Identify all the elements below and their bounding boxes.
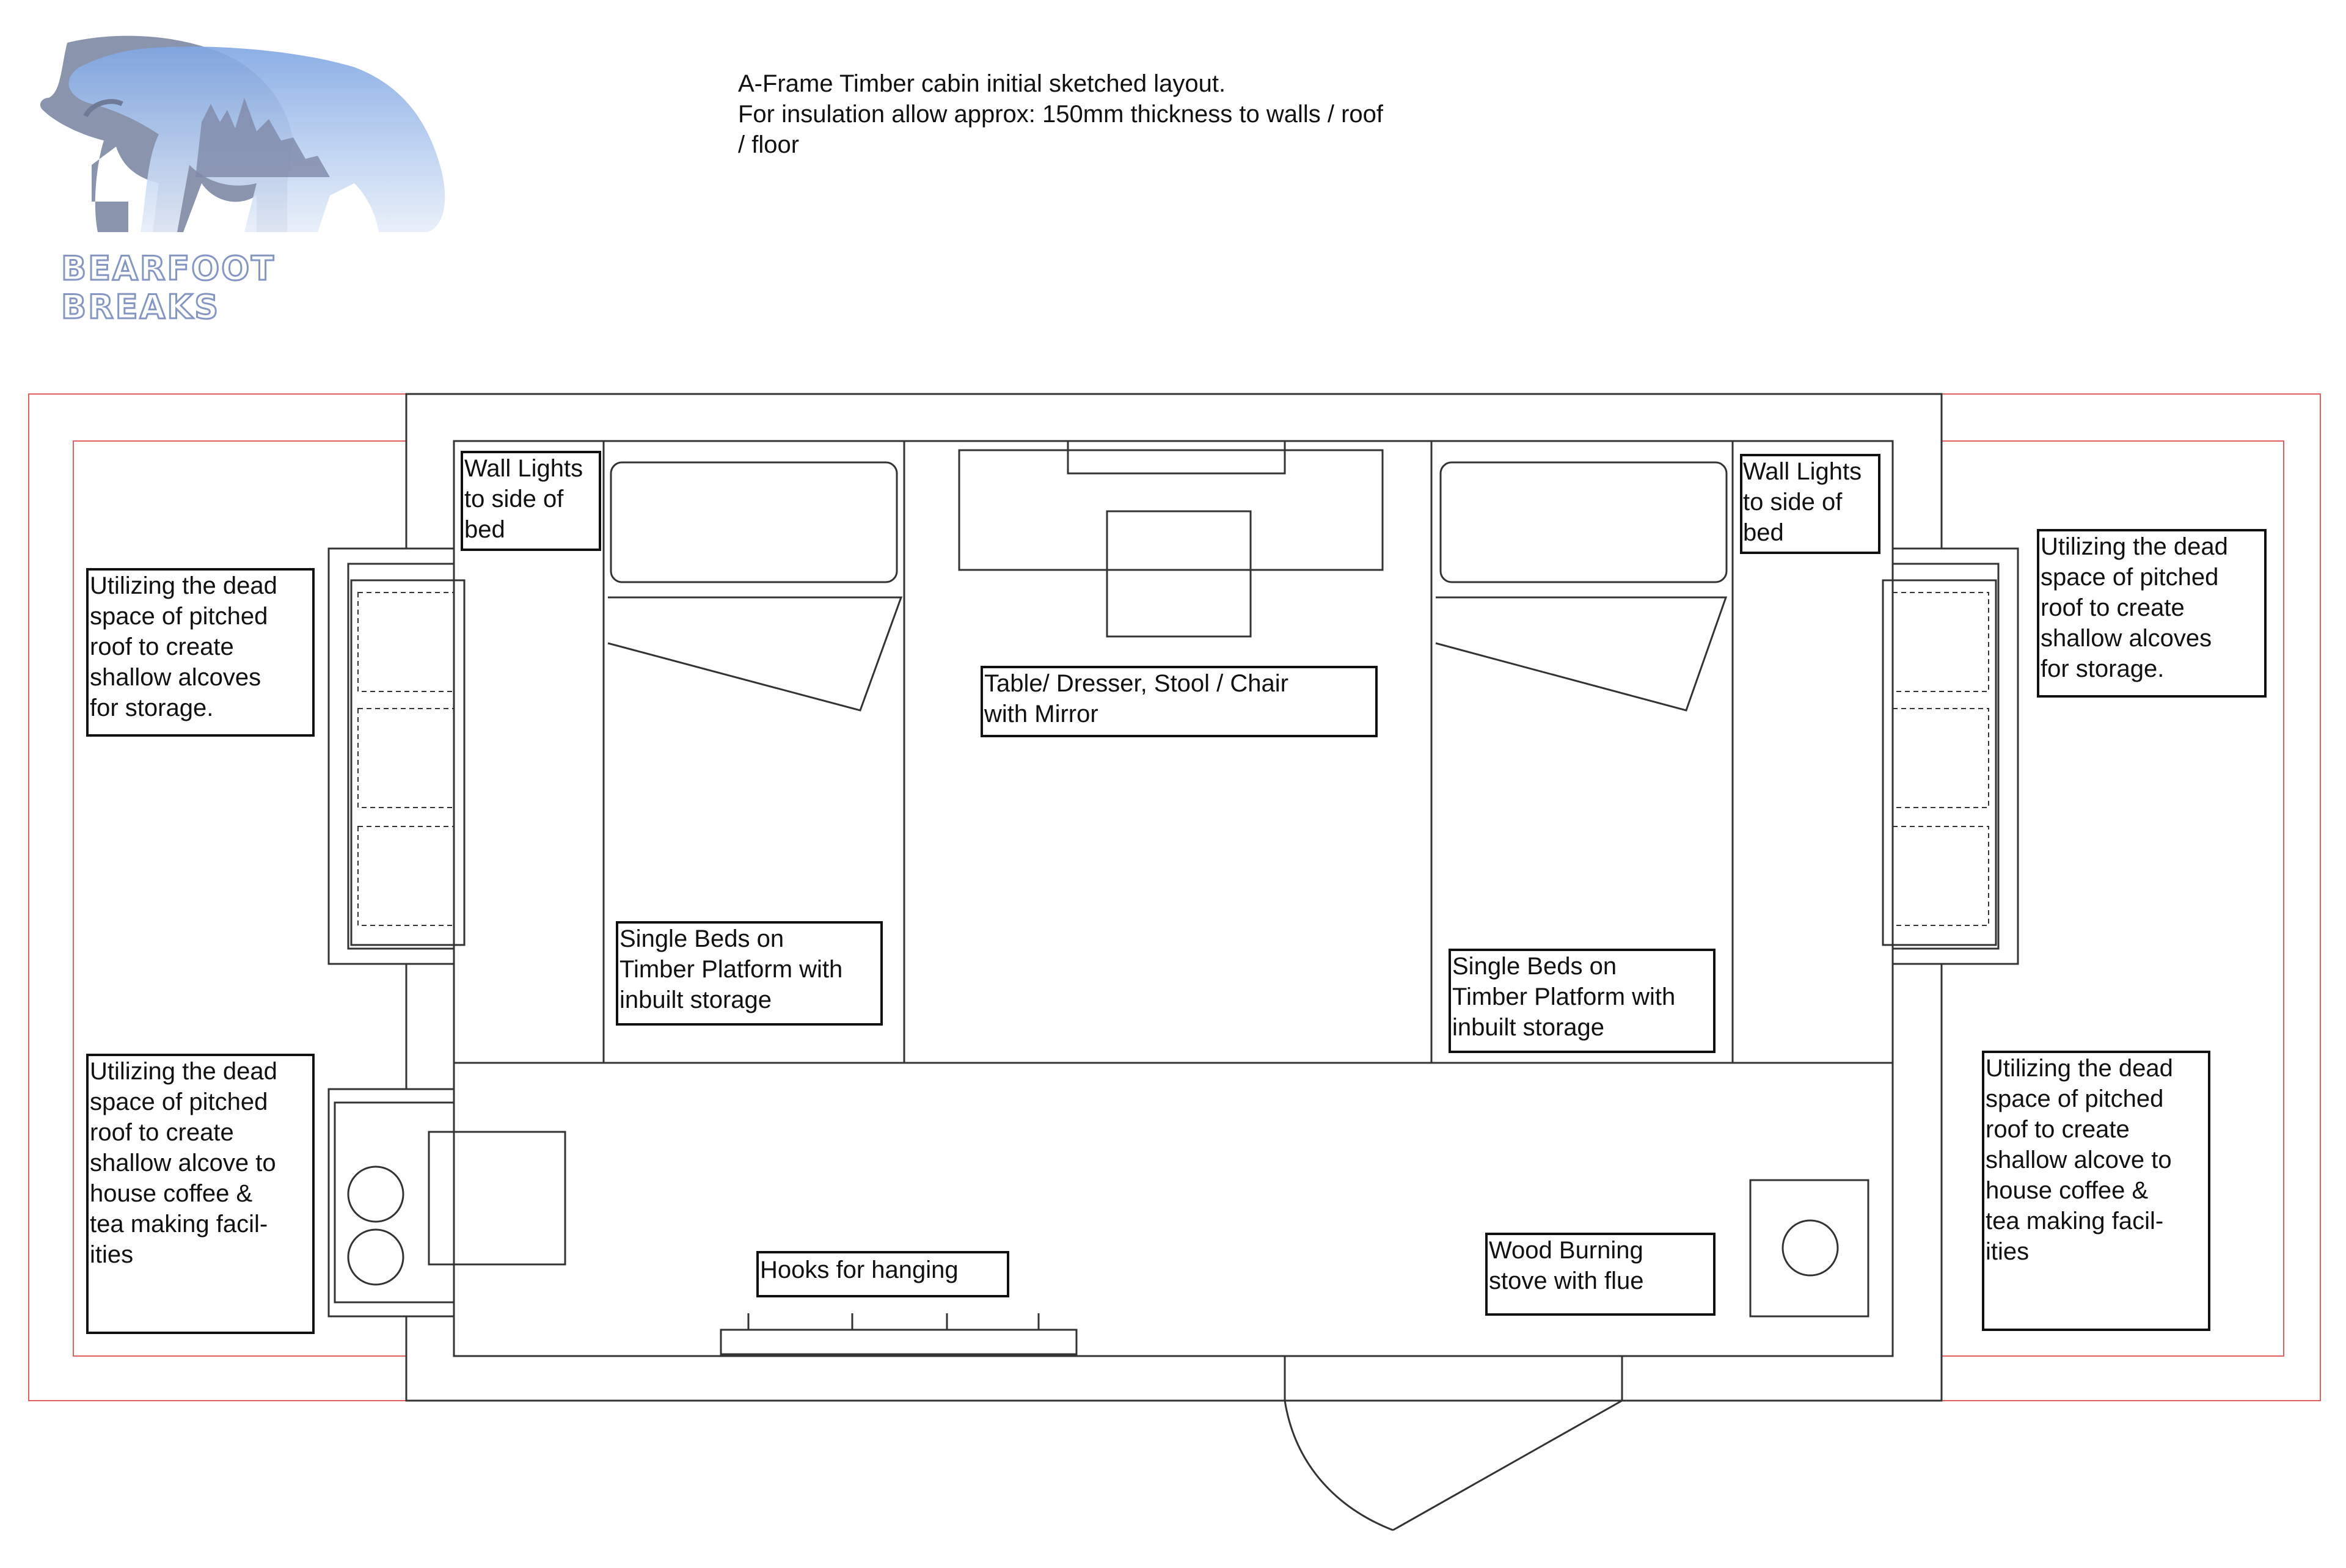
entry-door (1284, 1356, 1623, 1531)
bed-left-label: Single Beds on Timber Platform with inbu… (619, 925, 849, 1013)
storage-right-label: Utilizing the dead space of pitched roof… (2041, 533, 2235, 682)
stove-label: Wood Burning stove with flue (1489, 1237, 1650, 1294)
coffee-right-box (1982, 1051, 2210, 1331)
wall-lights-left-box (461, 451, 601, 551)
storage-left-label: Utilizing the dead space of pitched roof… (90, 572, 284, 721)
storage-alcove-right (1882, 547, 2019, 965)
table-label: Table/ Dresser, Stool / Chair with Mirro… (984, 670, 1295, 727)
header-note: A-Frame Timber cabin initial sketched la… (738, 68, 1593, 160)
hooks-label: Hooks for hanging (760, 1256, 959, 1283)
coat-hooks (720, 1313, 1078, 1355)
coffee-left-box (86, 1054, 315, 1334)
header-line-2: For insulation allow approx: 150mm thick… (738, 101, 1384, 128)
storage-alcove-left (327, 547, 466, 965)
storage-right-box (2037, 529, 2267, 698)
brand-name: BEARFOOT BREAKS (60, 249, 276, 327)
dresser-table (958, 440, 1384, 638)
bed-right-label: Single Beds on Timber Platform with inbu… (1452, 953, 1682, 1041)
hob-ring-1 (347, 1165, 404, 1223)
coffee-right-label: Utilizing the dead space of pitched roof… (1986, 1055, 2180, 1265)
polar-bear-icon (40, 35, 445, 233)
storage-left-box (86, 568, 315, 737)
stove-label-box (1485, 1233, 1716, 1316)
wood-stove (1749, 1179, 1869, 1318)
header-line-3: / floor (738, 131, 800, 158)
coffee-left-label: Utilizing the dead space of pitched roof… (90, 1058, 284, 1268)
bed-left-label-box (616, 921, 883, 1026)
wall-lights-right-label: Wall Lights to side of bed (1743, 458, 1868, 546)
bed-right-label-box (1449, 949, 1716, 1053)
label-boxes (86, 451, 2267, 1334)
wall-lights-left-label: Wall Lights to side of bed (464, 455, 590, 543)
header-line-1: A-Frame Timber cabin initial sketched la… (738, 70, 1226, 97)
wall-lights-right-box (1740, 454, 1880, 554)
bed-platform-right (1430, 440, 1734, 1064)
hob-ring-2 (347, 1228, 404, 1286)
hooks-label-box (756, 1251, 1009, 1297)
table-label-box (981, 666, 1378, 737)
coffee-alcove-left (327, 1088, 566, 1318)
